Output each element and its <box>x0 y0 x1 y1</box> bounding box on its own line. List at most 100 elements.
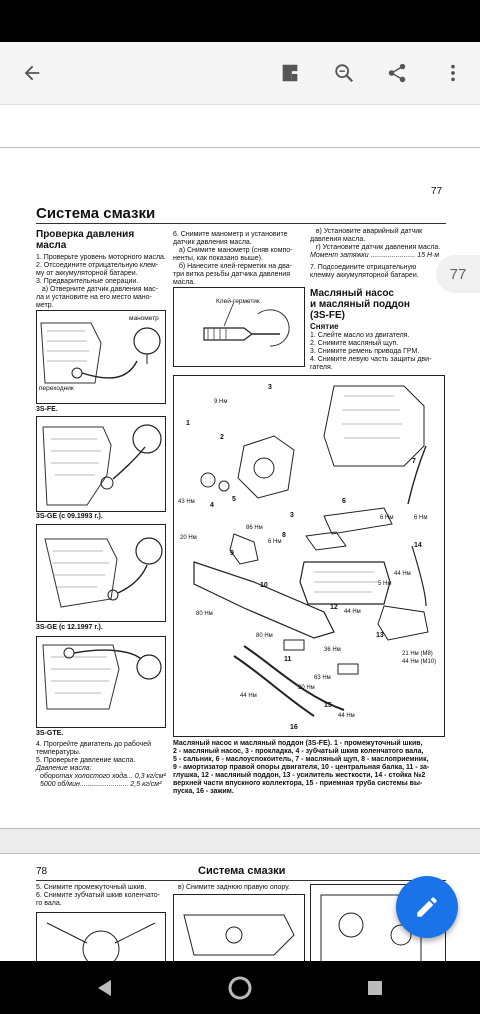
callout: 7 <box>412 458 416 465</box>
caption-line: пуска, 16 - зажим. <box>173 788 234 795</box>
page-margin <box>0 105 480 147</box>
callout: 13 <box>376 632 384 639</box>
text-line: в) Установите аварийный датчик <box>310 228 423 235</box>
caption-line: Масляный насос и масляный поддон (3S-FE)… <box>173 740 423 747</box>
figure-3s-fe: манометр переходник <box>36 310 166 404</box>
caption-3s-fe: 3S-FE. <box>36 406 58 413</box>
page-number: 78 <box>36 866 48 877</box>
more-vert-icon[interactable] <box>433 53 473 93</box>
page-title: Система смазки <box>36 205 156 222</box>
callout: 3 <box>290 512 294 519</box>
text-line: 2. Отсоедините отрицательную клем- <box>36 262 159 269</box>
title-rule <box>36 223 446 224</box>
text-line: давления масла. <box>310 236 366 243</box>
text-line: в) Снимите заднюю правую опору. <box>178 884 290 891</box>
callout: 11 <box>284 656 292 663</box>
torque-callout: 44 Нм <box>344 609 361 615</box>
edit-pencil-icon <box>417 897 437 917</box>
page-title: Система смазки <box>198 865 286 877</box>
title-rule <box>36 880 446 881</box>
recents-square-icon[interactable] <box>360 973 390 1003</box>
callout: 5 <box>232 496 236 503</box>
torque-callout: 44 Нм (M10) <box>402 659 437 665</box>
text-line: ла и установите на его место мано- <box>36 294 152 301</box>
text-line: 5. Проверьте давление масла. <box>36 757 136 764</box>
callout: 16 <box>290 724 298 731</box>
caption-line: глушка, 12 - масляный поддон, 13 - усили… <box>173 772 426 779</box>
text-line: 5. Снимите промежуточный шкив. <box>36 884 147 891</box>
text-line: три витка резьбы датчика давления <box>173 271 291 278</box>
torque-callout: 43 Нм <box>178 499 195 505</box>
callout: 1 <box>186 420 190 427</box>
text-line: 4. Снимите левую часть защиты дви- <box>310 356 432 363</box>
sensor-sealant-illustration <box>203 301 290 347</box>
text-line: 1. Слейте масло из двигателя. <box>310 332 410 339</box>
text-line: 6. Снимите зубчатый шкив коленчато- <box>36 892 160 899</box>
section2-title-line2: и масляный поддон <box>310 299 410 310</box>
text-line: 3. Снимите ремень привода ГРМ. <box>310 348 420 355</box>
text-line: 1. Проверьте уровень моторного масла. <box>36 254 166 261</box>
callout: 10 <box>260 582 268 589</box>
engine-gauge-illustration <box>40 322 161 384</box>
torque-line: Момент затяжки ....................... 1… <box>310 252 440 259</box>
text-line: 4. Прогрейте двигатель до рабочей <box>36 741 152 748</box>
page-indicator-badge[interactable]: 77 <box>436 255 480 293</box>
label-adapter: переходник <box>39 385 74 392</box>
label-sealant: Клей-герметик <box>216 298 260 305</box>
callout: 9 <box>230 550 234 557</box>
torque-callout: 6 Нм <box>268 539 282 545</box>
text-line: ненты, как показано выше). <box>173 255 263 262</box>
callout: 8 <box>282 532 286 539</box>
torque-callout: 80 Нм <box>196 611 213 617</box>
caption-3s-gte: 3S-GTE. <box>36 730 64 737</box>
back-triangle-icon[interactable] <box>90 973 120 1003</box>
pulley-illustration <box>46 922 156 962</box>
removal-title: Снятие <box>310 322 339 331</box>
caption-line: 9 - амортизатор правой опоры двигателя, … <box>173 764 430 771</box>
label-manometer: манометр <box>129 315 159 322</box>
torque-callout: 63 Нм <box>314 675 331 681</box>
figure-oil-pump-exploded: 3 9 Нм 1 2 43 Нм 4 5 7 6 6 Нм 86 Нм 3 8 … <box>173 375 445 737</box>
torque-callout: 21 Нм (M8) <box>402 651 433 657</box>
torque-callout: 44 Нм <box>338 713 355 719</box>
text-line: 3. Предварительные операции. <box>36 278 139 285</box>
search-zoom-icon[interactable] <box>324 53 364 93</box>
share-icon[interactable] <box>377 53 417 93</box>
text-line: гателя. <box>310 364 333 371</box>
torque-callout: 44 Нм <box>240 693 257 699</box>
text-line: 2. Снимите масляный щуп. <box>310 340 399 347</box>
text-line: клемму аккумуляторной батареи. <box>310 272 419 279</box>
callout: 2 <box>220 434 224 441</box>
figure-3s-gte <box>36 636 166 728</box>
arrow-back-icon[interactable] <box>12 53 52 93</box>
text-line: г) Установите датчик давления масла. <box>310 244 441 251</box>
engine-gauge-illustration <box>44 537 163 608</box>
torque-callout: 20 Нм <box>180 535 197 541</box>
caption-3s-ge-1997: 3S-GE (с 12.1997 г.). <box>36 624 103 631</box>
text-line: а) Отверните датчик давления мас- <box>36 286 158 293</box>
text-line: метр. <box>36 302 54 309</box>
caption-3s-ge-1993: 3S-GE (с 09.1993 г.). <box>36 513 103 520</box>
pressure-row: 5000 об/мин......................... 2,5… <box>40 781 162 788</box>
edit-fab-button[interactable] <box>396 876 458 938</box>
callout: 3 <box>268 384 272 391</box>
pressure-row: оборотах холостого хода... 0,3 кг/см² <box>40 773 166 780</box>
document-icon[interactable] <box>270 53 310 93</box>
text-line: датчик давления масла. <box>173 239 252 246</box>
app-toolbar <box>0 42 480 105</box>
section-title-line1: Проверка давления <box>36 229 135 240</box>
callout: 4 <box>210 502 214 509</box>
callout: 12 <box>330 604 338 611</box>
section2-title-line3: (3S-FE) <box>310 310 345 321</box>
text-line: а) Снимите манометр (сняв компо- <box>173 247 293 254</box>
section-title-line2: масла <box>36 240 67 251</box>
figure-crank-pulley <box>36 912 166 962</box>
caption-line: 5 - сальник, 6 - маслоуспокоитель, 7 - м… <box>173 756 429 763</box>
figure-3s-ge-1997 <box>36 524 166 622</box>
home-circle-icon[interactable] <box>225 973 255 1003</box>
engine-gauge-illustration <box>42 424 162 506</box>
caption-line: 2 - масляный насос, 3 - прокладка, 4 - з… <box>173 748 424 755</box>
system-nav-bar <box>0 961 480 1014</box>
pressure-label: Давление масла: <box>36 765 92 772</box>
figure-3s-ge-1993 <box>36 416 166 512</box>
